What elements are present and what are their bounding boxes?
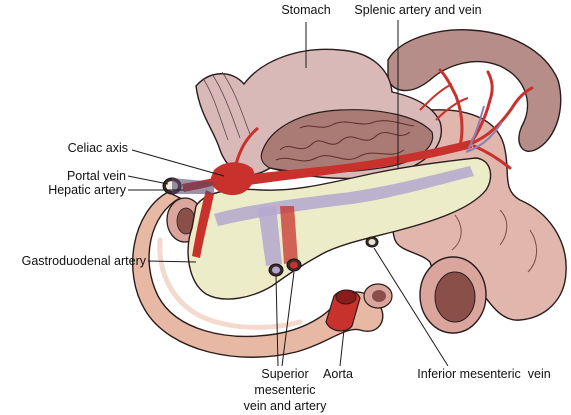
gastric-vessels bbox=[419, 83, 469, 121]
label-smv-sma-line2: mesenteric bbox=[254, 383, 315, 397]
splenic-vein bbox=[214, 166, 474, 226]
splenic-branches bbox=[438, 68, 534, 170]
celiac-axis bbox=[210, 162, 255, 196]
colon-lumen bbox=[434, 271, 476, 323]
splenic-vein-branches bbox=[465, 105, 503, 153]
left-gastric-artery bbox=[234, 126, 259, 165]
stomach-rugae-region bbox=[260, 109, 434, 173]
label-splenic-artery-vein: Splenic artery and vein bbox=[354, 3, 481, 17]
splenic-artery bbox=[240, 140, 472, 186]
leader-celiac bbox=[131, 149, 225, 177]
portal-vein-band bbox=[258, 206, 282, 266]
sma-ring bbox=[290, 261, 298, 269]
label-inferior-mesenteric-vein: Inferior mesenteric vein bbox=[417, 367, 550, 381]
label-smv-sma-line1: Superior bbox=[261, 367, 308, 381]
leader-imv bbox=[373, 247, 449, 367]
omentum-lines bbox=[203, 71, 251, 141]
leader-gastroduodenal bbox=[147, 260, 197, 263]
label-stomach: Stomach bbox=[281, 3, 330, 17]
duodenum-highlight bbox=[157, 237, 303, 330]
label-smv-sma-line3: vein and artery bbox=[244, 399, 327, 413]
label-hepatic-artery: Hepatic artery bbox=[48, 183, 127, 197]
pancreas bbox=[187, 157, 492, 300]
spleen bbox=[387, 29, 562, 152]
label-gastroduodenal-artery: Gastroduodenal artery bbox=[22, 254, 147, 268]
aorta-lumen bbox=[335, 289, 357, 305]
label-portal-vein: Portal vein bbox=[67, 169, 126, 183]
leader-portal bbox=[127, 175, 169, 185]
jejunum-lumen bbox=[372, 290, 386, 302]
leader-smv-sma-2 bbox=[281, 271, 295, 367]
leader-aorta bbox=[339, 329, 345, 367]
smv-ring bbox=[272, 266, 280, 274]
imv-ring bbox=[368, 239, 376, 245]
duodenum bbox=[132, 191, 384, 358]
stomach-rugae-folds bbox=[275, 120, 415, 162]
gastroduodenal-artery bbox=[192, 190, 214, 258]
label-aorta: Aorta bbox=[323, 367, 353, 381]
sma-band bbox=[280, 206, 298, 264]
label-celiac-axis: Celiac axis bbox=[68, 141, 128, 155]
leader-smv-sma-1 bbox=[275, 275, 279, 367]
